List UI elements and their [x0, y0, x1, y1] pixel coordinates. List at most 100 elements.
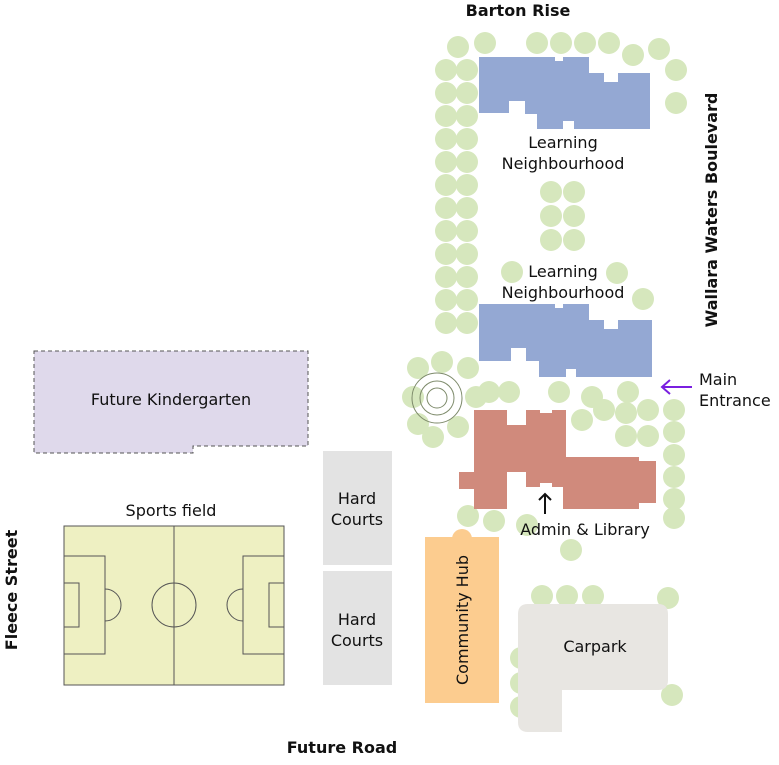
tree [663, 466, 685, 488]
tree [435, 266, 457, 288]
tree [665, 92, 687, 114]
learning-neighbourhood-2-label-line2: Neighbourhood [502, 283, 625, 302]
admin-library-label: Admin & Library [520, 520, 650, 539]
tree [435, 289, 457, 311]
tree [431, 351, 453, 373]
tree [540, 181, 562, 203]
sports-field [63, 525, 285, 686]
hard-courts-2-label-line1: Hard [338, 610, 376, 629]
tree [663, 421, 685, 443]
tree [571, 409, 593, 431]
tree [435, 220, 457, 242]
community-hub-label: Community Hub [453, 555, 472, 685]
tree [622, 44, 644, 66]
hard-courts-2-label-line2: Courts [331, 631, 383, 650]
tree [661, 684, 683, 706]
tree [563, 181, 585, 203]
tree [456, 128, 478, 150]
tree [665, 59, 687, 81]
tree [556, 585, 578, 607]
carpark-area [518, 604, 668, 732]
tree [615, 402, 637, 424]
tree [615, 425, 637, 447]
tree [435, 82, 457, 104]
roundabout [411, 372, 463, 424]
tree [574, 32, 596, 54]
tree [560, 539, 582, 561]
street-future-road: Future Road [287, 738, 397, 757]
tree [456, 197, 478, 219]
street-fleece-street: Fleece Street [2, 529, 21, 650]
tree [540, 229, 562, 251]
learning-neighbourhood-1-label-line2: Neighbourhood [502, 154, 625, 173]
tree [435, 59, 457, 81]
tree [435, 151, 457, 173]
tree [582, 585, 604, 607]
tree [657, 587, 679, 609]
tree [548, 381, 570, 403]
tree [663, 444, 685, 466]
learning-neighbourhood-2-label-line1: Learning [528, 262, 597, 281]
tree [456, 82, 478, 104]
tree [457, 505, 479, 527]
tree [550, 32, 572, 54]
tree [435, 128, 457, 150]
future-kindergarten-label: Future Kindergarten [91, 390, 251, 409]
tree [456, 174, 478, 196]
tree [456, 59, 478, 81]
tree [422, 426, 444, 448]
tree [632, 288, 654, 310]
tree [663, 488, 685, 510]
tree [457, 357, 479, 379]
tree [663, 507, 685, 529]
tree [501, 261, 523, 283]
tree [516, 514, 538, 536]
future-kindergarten-area [33, 350, 309, 454]
tree [637, 425, 659, 447]
tree [526, 32, 548, 54]
tree [637, 399, 659, 421]
hard-courts-1 [323, 451, 392, 565]
tree [456, 105, 478, 127]
tree [435, 312, 457, 334]
tree [563, 205, 585, 227]
main-entrance-arrow-icon [660, 379, 692, 395]
tree [563, 229, 585, 251]
tree [435, 105, 457, 127]
learning-neighbourhood-1-label-line1: Learning [528, 133, 597, 152]
tree [435, 243, 457, 265]
tree [456, 220, 478, 242]
street-wallara-waters-boulevard: Wallara Waters Boulevard [702, 93, 721, 328]
tree [456, 266, 478, 288]
tree [456, 289, 478, 311]
admin-library-building [459, 410, 656, 509]
tree [606, 262, 628, 284]
tree [456, 151, 478, 173]
hard-courts-2 [323, 571, 392, 685]
tree [531, 585, 553, 607]
tree [593, 399, 615, 421]
tree [617, 381, 639, 403]
tree [648, 38, 670, 60]
tree [540, 205, 562, 227]
tree [478, 381, 500, 403]
street-barton-rise: Barton Rise [466, 1, 571, 20]
hard-courts-1-label-line2: Courts [331, 510, 383, 529]
main-entrance-label-line2: Entrance [699, 391, 771, 410]
tree [474, 32, 496, 54]
tree [598, 32, 620, 54]
tree [483, 510, 505, 532]
tree [663, 399, 685, 421]
tree [498, 381, 520, 403]
trees-layer [402, 32, 687, 718]
tree [407, 357, 429, 379]
tree [435, 197, 457, 219]
hard-courts-1-label-line1: Hard [338, 489, 376, 508]
learning-neighbourhood-building-1 [479, 57, 650, 129]
main-entrance-label-line1: Main [699, 370, 737, 389]
community-hub-building [425, 529, 499, 703]
admin-entrance-arrow-icon [538, 492, 552, 514]
tree [456, 312, 478, 334]
